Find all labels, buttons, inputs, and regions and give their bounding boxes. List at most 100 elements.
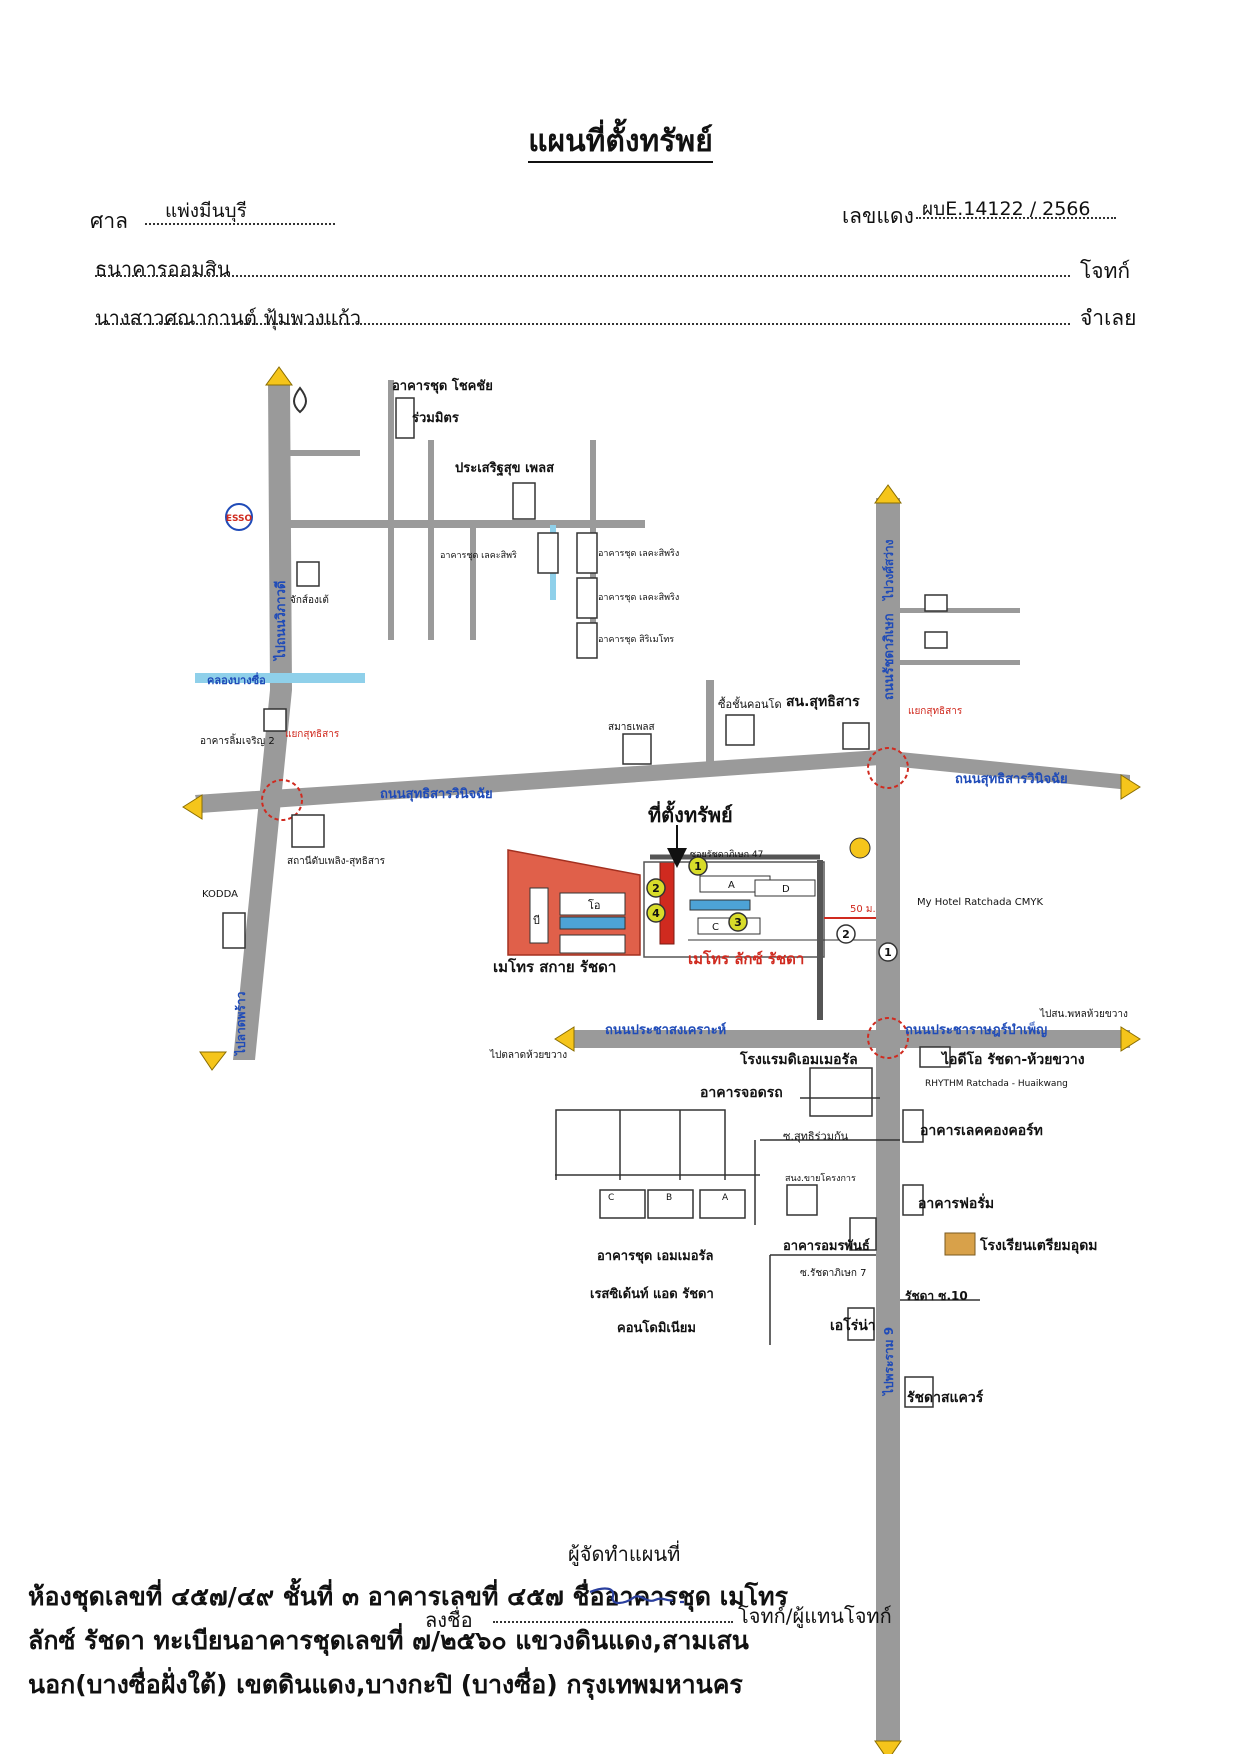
bldg-office-sale (786, 1184, 818, 1216)
redcase-dotline (916, 217, 1116, 219)
label-aurora: เอโร่น่า (830, 1316, 876, 1334)
bldg-o-sky (559, 892, 626, 916)
label-row-c: C (608, 1193, 614, 1203)
label-to-ladprao: ไปลาดพร้าว (233, 991, 248, 1057)
label-row-a: A (722, 1193, 729, 1203)
esso-text: ESSO (226, 514, 253, 524)
label-fire-station: สถานีดับเพลิง-สุทธิสาร (287, 855, 386, 867)
arrow-up-left (265, 366, 293, 386)
label-school: โรงเรียนเตรียมอุดม (979, 1236, 1098, 1254)
bldg-sirimetro (576, 622, 598, 659)
description-line-3: นอก(บางซื่อฝั่งใต้) เขตดินแดง,บางกะปิ (บ… (28, 1670, 743, 1699)
label-ido: ไอดีโอ รัชดา-ห้วยขวาง (940, 1050, 1085, 1068)
bldg-prasert (512, 482, 536, 520)
label-lakeside2: อาคารชุด เลคะสิพริง (598, 548, 679, 559)
direction-arrows (182, 366, 1141, 1754)
bldg-right-1 (924, 594, 948, 612)
property-description: ห้องชุดเลขที่ ๔๕๗/๔๙ ชั้นที่ ๓ อาคารเลขท… (28, 1575, 1128, 1707)
property-area (507, 825, 876, 1020)
road-vibhavadi (233, 382, 292, 1060)
label-sirimetro: อาคารชุด สิริเมโทร (598, 634, 674, 645)
bldg-lumchaeroen (263, 708, 287, 732)
metro-lux-building (659, 861, 675, 945)
bldg-p-sky (559, 934, 626, 954)
num-1-text: 1 (694, 860, 702, 873)
signature-dotline (493, 1621, 733, 1623)
court-value: แพ่งมีนบุรี (165, 200, 247, 222)
arrow-left-pracha (554, 1026, 575, 1052)
maker-label: ผู้จัดทำแผนที่ (568, 1542, 681, 1566)
label-suthisarn-right: ถนนสุทธิสารวินิจฉัย (955, 772, 1068, 787)
label-ruammit: ร่วมมิตร (412, 411, 459, 426)
label-building-c: C (712, 922, 719, 933)
label-prasert: ประเสริฐสุข เพลส (455, 461, 554, 477)
bldg-lakeside2 (576, 532, 598, 574)
label-amorn: อาคารอมรพันธ์ (783, 1238, 870, 1254)
circle-1-text: 1 (884, 946, 892, 959)
description-line-1: ห้องชุดเลขที่ ๔๕๗/๔๙ ชั้นที่ ๓ อาคารเลขท… (28, 1582, 788, 1611)
bldg-ido (919, 1046, 951, 1068)
label-building-o: โอ (588, 898, 601, 912)
metro-station-icon (849, 837, 871, 859)
label-condo-lane: ซื้อชั้นคอนโด (718, 696, 782, 711)
marker-2 (646, 878, 666, 898)
label-ratchada-lane7: ซ.รัชดาภิเษก 7 (800, 1268, 866, 1279)
numbered-markers (646, 856, 898, 962)
esso-icon (225, 503, 253, 531)
label-jakdong: จักส์องเต้ (290, 594, 329, 606)
intersection-right (867, 747, 909, 789)
label-distance: 50 ม. (850, 904, 876, 915)
bldg-lakeside1 (537, 532, 559, 574)
roads (195, 380, 1130, 1743)
street-v3 (470, 520, 476, 640)
marker-circle-2 (836, 924, 856, 944)
street-top-1 (390, 520, 645, 528)
label-rhythm: RHYTHM Ratchada - Huaikwang (925, 1079, 1068, 1089)
redcase-value: ผบE.14122 / 2566 (922, 198, 1091, 220)
pool-sky (559, 916, 626, 930)
marker-3 (728, 912, 748, 932)
arrow-left-suthisarn (182, 794, 203, 820)
street-top-3 (290, 450, 360, 456)
street-v1 (388, 380, 394, 640)
label-emerald-hotel: โรงแรมดิเอมเมอรัล (739, 1050, 858, 1068)
defendant-label: จำเลย (1080, 306, 1137, 330)
label-jojoro: อาคารจอดรถ (700, 1085, 783, 1101)
bldg-amorn (849, 1217, 877, 1251)
arrow-up-right (874, 484, 902, 504)
bldg-lakeside3 (576, 577, 598, 619)
label-lumchaeroen: อาคารลิ้มเจริญ 2 (200, 733, 275, 747)
label-canal: คลองบางซื่อ (207, 672, 266, 687)
lux-plot (643, 861, 825, 958)
label-intersection-left: แยกสุทธิสาร (285, 729, 340, 740)
bldg-jakdong (296, 561, 320, 587)
plaintiff-dotline (95, 275, 1070, 277)
bldg-condo-lane (725, 714, 755, 746)
defendant-dotline (95, 323, 1070, 325)
sign-label: ลงชื่อ (425, 1608, 473, 1632)
label-sammaphlace: สมาธเพลส (608, 722, 655, 733)
bldg-kodda (222, 912, 246, 949)
label-metro-sky: เมโทร สกาย รัชดา (493, 957, 616, 976)
label-to-wong-sawang: ไปวงศ์สว่าง (881, 539, 896, 602)
marker-circle-1 (878, 942, 898, 962)
road-ratchada (876, 498, 900, 1743)
label-kodda: KODDA (202, 889, 238, 900)
bldg-forum (902, 1184, 924, 1216)
num-3-text: 3 (734, 916, 742, 929)
lotus-icon (293, 386, 307, 414)
bldg-jojoro (809, 1067, 873, 1117)
bldg-chokchai (395, 397, 415, 439)
plaintiff-value: ธนาคารออมสิน (95, 257, 231, 281)
num-4-text: 4 (652, 907, 660, 920)
num-2-text: 2 (652, 882, 660, 895)
label-to-din-daeng: ไปตลาดห้วยขวาง (489, 1049, 567, 1061)
description-line-2: ลักซ์ รัชดา ทะเบียนอาคารชุดเลขที่ ๗/๒๕๖๐… (28, 1626, 749, 1655)
label-ratchada-square: รัชดาสแควร์ (907, 1389, 984, 1406)
label-building-b: บี (533, 914, 540, 927)
label-vibhavadi: ไปถนนวิภาวดี (272, 581, 289, 662)
intersection-left (261, 779, 303, 821)
label-ratchada: ถนนรัชดาภิเษก (882, 613, 897, 700)
label-pracha-rat: ถนนประชาราษฎร์บำเพ็ญ (905, 1020, 1047, 1038)
